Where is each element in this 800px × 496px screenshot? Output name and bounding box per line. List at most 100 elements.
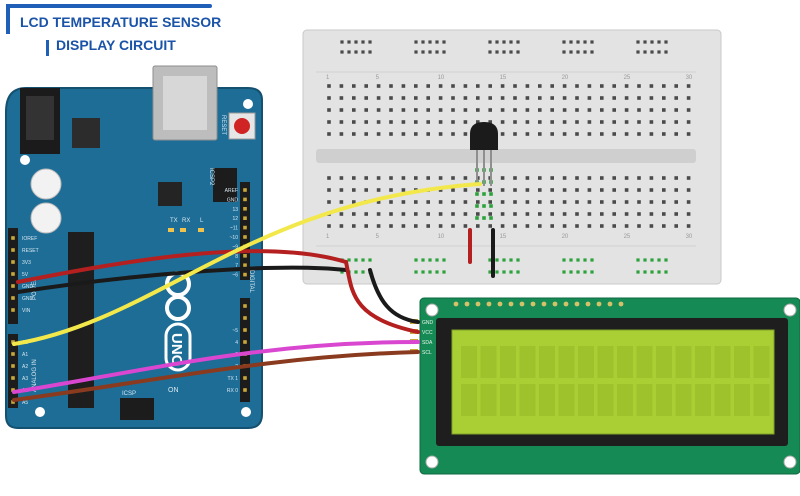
breadboard-hole [575,224,579,228]
breadboard-hole [587,212,592,216]
lcd-cell [558,346,575,378]
breadboard-rail-hole [421,50,425,54]
breadboard-rail-hole [361,40,365,44]
breadboard-rail-hole [347,50,351,54]
breadboard-hole [364,120,368,124]
breadboard-hole [327,108,331,112]
breadboard-hole [513,176,517,180]
breadboard-col-number: 20 [562,75,569,81]
pin-label: A5 [22,400,28,406]
breadboard-rail-hole [562,258,566,262]
breadboard-rail-hole [354,270,358,274]
breadboard-hole [538,132,542,136]
breadboard-hole [538,108,542,112]
breadboard-col-number: 15 [500,234,507,240]
breadboard-hole [352,188,356,192]
breadboard-rail-hole [509,270,513,274]
lcd-character-cells [461,346,770,416]
pin-label: TX 1 [227,376,238,382]
lcd-top-pin [475,301,481,307]
breadboard-hole [339,120,344,124]
breadboard-hole [612,108,616,112]
breadboard-hole [451,84,455,88]
breadboard-hole [538,96,542,100]
breadboard-hole [649,224,654,228]
pin-label: ~5 [232,328,238,334]
pin-label: 4 [235,340,238,346]
breadboard-hole [612,200,616,204]
breadboard-hole [364,188,368,192]
breadboard-rail-hole [428,258,432,262]
breadboard-hole [500,84,505,88]
digital-header-lower [240,298,250,402]
header-pin [11,364,15,368]
breadboard-rail-hole [657,258,661,262]
breadboard-hole [389,212,393,216]
breadboard-hole [600,84,604,88]
lcd-cell [753,346,770,378]
breadboard-rail-hole [442,258,446,262]
breadboard-hole [550,176,554,180]
tx-label: TX [170,218,178,224]
breadboard-hole [674,212,678,216]
breadboard-hole [662,176,666,180]
header-pin [243,316,247,320]
breadboard-hole [686,176,691,180]
breadboard-hole [662,212,666,216]
breadboard-hole [525,224,530,228]
lcd-mount-hole [783,303,797,317]
breadboard-rail-hole [664,258,668,262]
lcd-cell [519,346,536,378]
breadboard-hole [600,224,604,228]
mount-hole [241,407,251,417]
lcd-cell [714,384,731,416]
breadboard-rail-hole [347,258,351,262]
breadboard-hole [476,120,480,124]
usb-port-inner [163,76,207,130]
title-top-bar [6,4,212,8]
breadboard-hole [426,200,430,204]
breadboard-hole [327,120,331,124]
breadboard-rail-hole [488,40,492,44]
breadboard-hole [463,176,468,180]
breadboard-hole [612,84,616,88]
breadboard-hole [414,108,418,112]
breadboard-rail-hole [590,258,594,262]
lcd-cell [656,384,672,416]
arduino-board: RESET ICSP2 ICSP TX RX L ON UNO DIGITAL … [5,65,263,429]
breadboard-hole [637,200,641,204]
breadboard-rail-hole [361,270,365,274]
breadboard-hole [327,188,331,192]
breadboard-rail-hole [643,258,647,262]
breadboard-hole [426,96,430,100]
header-pin [243,188,247,192]
breadboard-hole [587,120,592,124]
breadboard-hole [463,84,468,88]
breadboard-hole-active [475,192,479,196]
breadboard-hole [451,108,455,112]
breadboard-col-number: 1 [326,234,330,240]
breadboard-hole [352,224,356,228]
breadboard-hole [637,120,641,124]
breadboard-rail-hole [664,50,668,54]
breadboard-hole [575,84,579,88]
breadboard-hole [562,96,567,100]
tx-led [168,228,174,232]
breadboard-rail-hole [650,270,654,274]
breadboard-col-number: 20 [562,234,569,240]
breadboard-hole [376,84,381,88]
breadboard-rail-hole [664,40,668,44]
capacitor [30,168,62,200]
breadboard-hole [686,224,691,228]
breadboard-rail-hole [562,50,566,54]
header-pin [11,308,15,312]
breadboard-col-number: 25 [624,75,631,81]
breadboard-hole [426,84,430,88]
breadboard-rail-hole [643,50,647,54]
breadboard-rail-hole [368,258,372,262]
breadboard-hole [401,120,406,124]
breadboard-col-number: 25 [624,234,631,240]
breadboard-hole [624,120,629,124]
breadboard-hole [525,176,530,180]
breadboard-hole [327,96,331,100]
